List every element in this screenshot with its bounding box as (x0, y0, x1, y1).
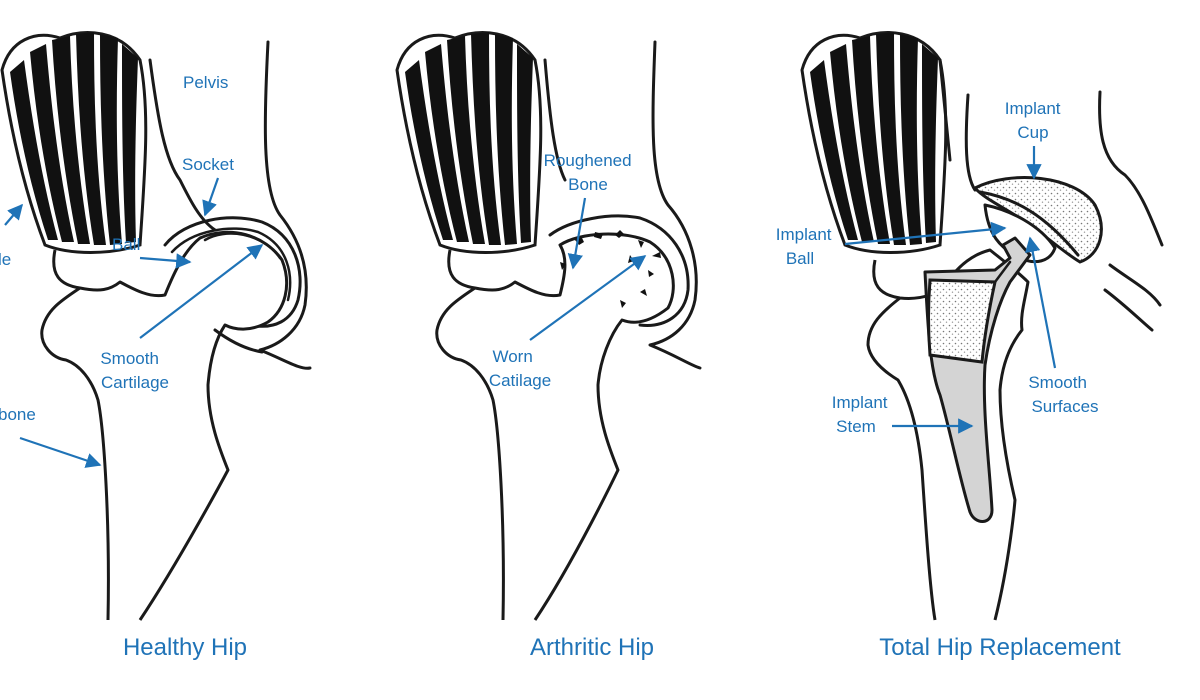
label-implant-cup: Implant Cup (1005, 99, 1065, 142)
label-stem-line1: Implant (832, 393, 888, 412)
arrow-roughened-bone (567, 197, 587, 270)
label-ball: Ball (112, 235, 140, 254)
rough-socket (548, 214, 690, 327)
muscle-drawing (0, 30, 148, 254)
label-cup-line1: Implant (1005, 99, 1061, 118)
muscle-drawing (395, 30, 543, 254)
caption-total-hip-replacement: Total Hip Replacement (879, 634, 1121, 661)
pelvis-outline (543, 40, 702, 370)
label-ball-line1: Implant (776, 225, 832, 244)
arrow-cartilage (139, 244, 264, 339)
label-worn-cartilage: Worn Catilage (489, 347, 551, 390)
arrow-bone (19, 436, 102, 468)
muscle-drawing (800, 30, 948, 254)
socket-inner-outline (170, 227, 292, 302)
implant-neck (993, 260, 1012, 284)
caption-arthritic-hip: Arthritic Hip (530, 634, 654, 661)
arrow-implant-ball (844, 221, 1007, 246)
label-implant-stem: Implant Stem (832, 393, 892, 436)
socket-outline (163, 216, 302, 328)
arthritic-hip-panel: Roughened Bone Worn Catilage Arthritic H… (395, 30, 702, 661)
arrow-worn-cartilage (529, 255, 647, 341)
label-worn-line1: Worn (492, 347, 532, 366)
label-cup-line2: Cup (1017, 123, 1048, 142)
label-stem-line2: Stem (836, 417, 876, 436)
arrow-smooth-surfaces (1025, 236, 1057, 369)
label-worn-line2: Catilage (489, 371, 551, 390)
pelvis-outline (938, 58, 1164, 332)
implant-cup-liner (978, 190, 1080, 257)
label-roughened-line1: Roughened (544, 151, 632, 170)
caption-healthy-hip: Healthy Hip (123, 634, 247, 661)
total-hip-replacement-panel: Implant Cup Implant Ball Smooth Surfaces… (776, 30, 1164, 661)
label-bone: bone (0, 405, 36, 424)
pelvis-lower-curve (213, 328, 264, 354)
pelvis-outline (148, 40, 312, 370)
femur-head (203, 232, 282, 260)
label-ball-line2: Ball (786, 249, 814, 268)
label-surfaces-line2: Surfaces (1031, 397, 1098, 416)
label-pelvis: Pelvis (183, 73, 228, 92)
arrow-muscle (4, 203, 23, 226)
label-cartilage-line2: Cartilage (101, 373, 169, 392)
arrow-socket (202, 177, 220, 217)
label-socket: Socket (182, 155, 234, 174)
label-implant-ball: Implant Ball (776, 225, 836, 268)
femur-outline (435, 232, 675, 621)
healthy-hip-panel: le Pelvis Socket Ball Smooth Cartilage b… (0, 30, 312, 661)
label-roughened-bone: Roughened Bone (544, 151, 637, 194)
femur-outline (40, 230, 289, 621)
label-surfaces-line1: Smooth (1028, 373, 1087, 392)
label-cartilage-line1: Smooth (100, 349, 159, 368)
label-roughened-line2: Bone (568, 175, 608, 194)
label-smooth-surfaces: Smooth Surfaces (1028, 373, 1098, 416)
label-muscle: le (0, 250, 11, 269)
arrow-ball (139, 253, 192, 269)
label-cartilage: Smooth Cartilage (100, 349, 169, 392)
implant-stem-porous (927, 278, 997, 364)
